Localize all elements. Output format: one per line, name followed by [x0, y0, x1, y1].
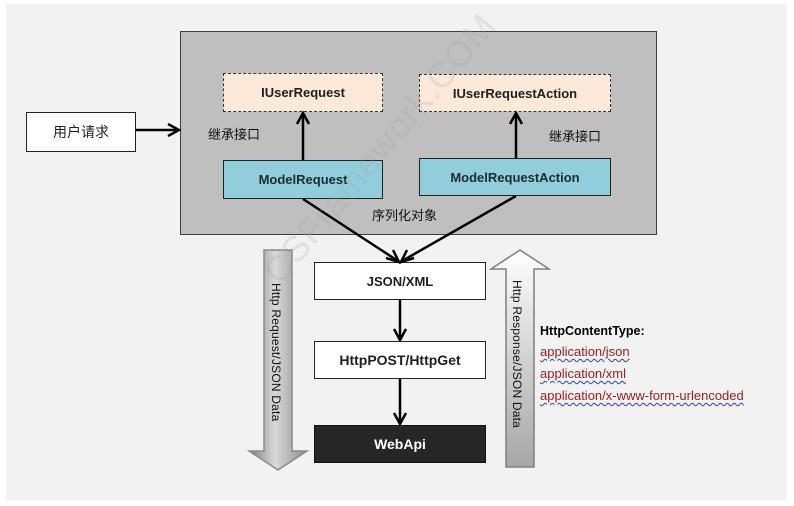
httppost-httpget-box: HttpPOST/HttpGet	[314, 341, 486, 379]
user-request-box: 用户请求	[26, 112, 136, 152]
content-type-item: application/x-www-form-urlencoded	[540, 388, 744, 403]
json-xml-box: JSON/XML	[314, 262, 486, 300]
modelrequest-label: ModelRequest	[258, 172, 348, 187]
content-type-item: application/json	[540, 344, 630, 359]
webapi-label: WebApi	[374, 436, 426, 452]
modelrequest-box: ModelRequest	[223, 160, 383, 199]
content-type-panel: HttpContentType: application/json applic…	[540, 324, 744, 403]
content-type-item: application/xml	[540, 366, 626, 381]
http-request-arrow-label: Http Request/JSON Data	[269, 283, 283, 422]
http-response-arrow-label: Http Response/JSON Data	[510, 280, 524, 428]
httppost-httpget-label: HttpPOST/HttpGet	[339, 352, 461, 368]
serialize-label: 序列化对象	[372, 208, 438, 223]
webapi-box: WebApi	[314, 425, 486, 463]
user-request-label: 用户请求	[53, 124, 109, 140]
modelrequestaction-box: ModelRequestAction	[419, 158, 611, 196]
inherit-label-right: 继承接口	[549, 129, 602, 144]
iuserrequest-label: IUserRequest	[261, 85, 345, 100]
json-xml-label: JSON/XML	[366, 273, 434, 289]
iuserrequestaction-label: IUserRequestAction	[452, 85, 578, 101]
content-type-title: HttpContentType:	[540, 324, 645, 338]
modelrequestaction-label: ModelRequestAction	[450, 169, 580, 185]
iuserrequest-box: IUserRequest	[223, 73, 383, 112]
inherit-label-left: 继承接口	[208, 127, 261, 142]
